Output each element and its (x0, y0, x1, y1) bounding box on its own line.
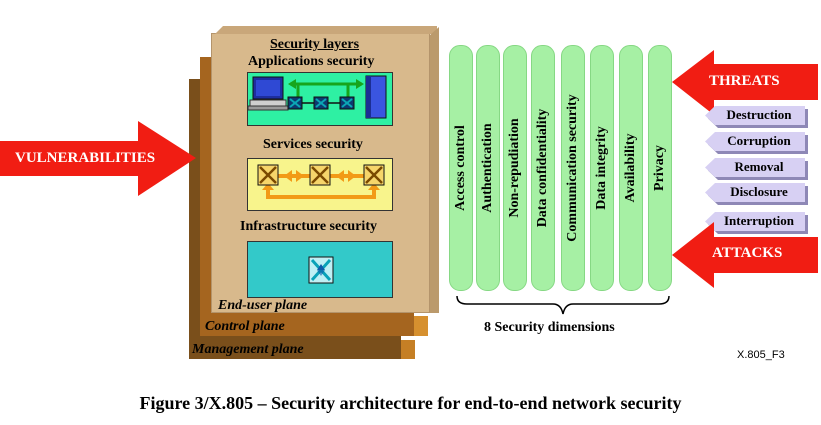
end-user-plane-label: End-user plane (218, 298, 308, 313)
dimensions-caption: 8 Security dimensions (484, 320, 615, 335)
dimension-label: Data confidentiality (535, 108, 550, 228)
dimension-availability: Availability (619, 45, 643, 291)
threat-tag-label: Disclosure (730, 184, 788, 199)
threats-label: THREATS (709, 73, 780, 89)
dimension-access-control: Access control (449, 45, 473, 291)
threat-tag-label: Destruction (726, 107, 792, 122)
dimension-label: Privacy (652, 145, 667, 191)
dimension-non-repudiation: Non-repudiation (503, 45, 527, 291)
threat-tag-interruption: Interruption (705, 212, 805, 231)
applications-security-title: Applications security (248, 54, 375, 69)
attacks-arrow-shape (672, 222, 818, 288)
dimension-data-confidentiality: Data confidentiality (531, 45, 555, 291)
threat-tag-label: Interruption (723, 213, 795, 228)
infrastructure-router-icon (308, 256, 334, 284)
figure-id: X.805_F3 (737, 349, 785, 361)
attacks-label: ATTACKS (712, 245, 783, 261)
threat-tag-removal: Removal (705, 158, 805, 177)
applications-network-icon (247, 75, 387, 119)
dimension-communication-security: Communication security (561, 45, 585, 291)
dimension-label: Data integrity (594, 126, 609, 210)
security-layers-heading: Security layers (270, 37, 360, 52)
threat-tag-label: Removal (734, 159, 784, 174)
threats-arrow-shape (672, 50, 818, 115)
dimension-label: Access control (453, 125, 468, 211)
infrastructure-security-title: Infrastructure security (240, 219, 377, 234)
services-security-title: Services security (263, 137, 363, 152)
threat-tag-destruction: Destruction (705, 106, 805, 125)
dimension-data-integrity: Data integrity (590, 45, 614, 291)
vulnerabilities-label: VULNERABILITIES (15, 150, 156, 166)
infrastructure-security-box (247, 241, 393, 298)
services-network-icon (257, 164, 385, 199)
threat-tag-label: Corruption (727, 133, 791, 148)
dimension-label: Authentication (480, 123, 495, 213)
vulnerabilities-arrow-shape (0, 121, 196, 196)
dimension-label: Communication security (565, 94, 580, 242)
management-plane-label: Management plane (192, 342, 304, 357)
figure-caption: Figure 3/X.805 – Security architecture f… (139, 393, 682, 413)
threat-tag-corruption: Corruption (705, 132, 805, 151)
dimension-authentication: Authentication (476, 45, 500, 291)
control-plane-label: Control plane (205, 319, 285, 334)
dimension-label: Non-repudiation (507, 118, 522, 218)
services-security-box (247, 158, 393, 211)
applications-security-box (247, 72, 393, 126)
dimension-label: Availability (623, 133, 638, 203)
dimensions-brace (456, 295, 670, 315)
dimension-privacy: Privacy (648, 45, 672, 291)
threat-tag-disclosure: Disclosure (705, 183, 805, 202)
